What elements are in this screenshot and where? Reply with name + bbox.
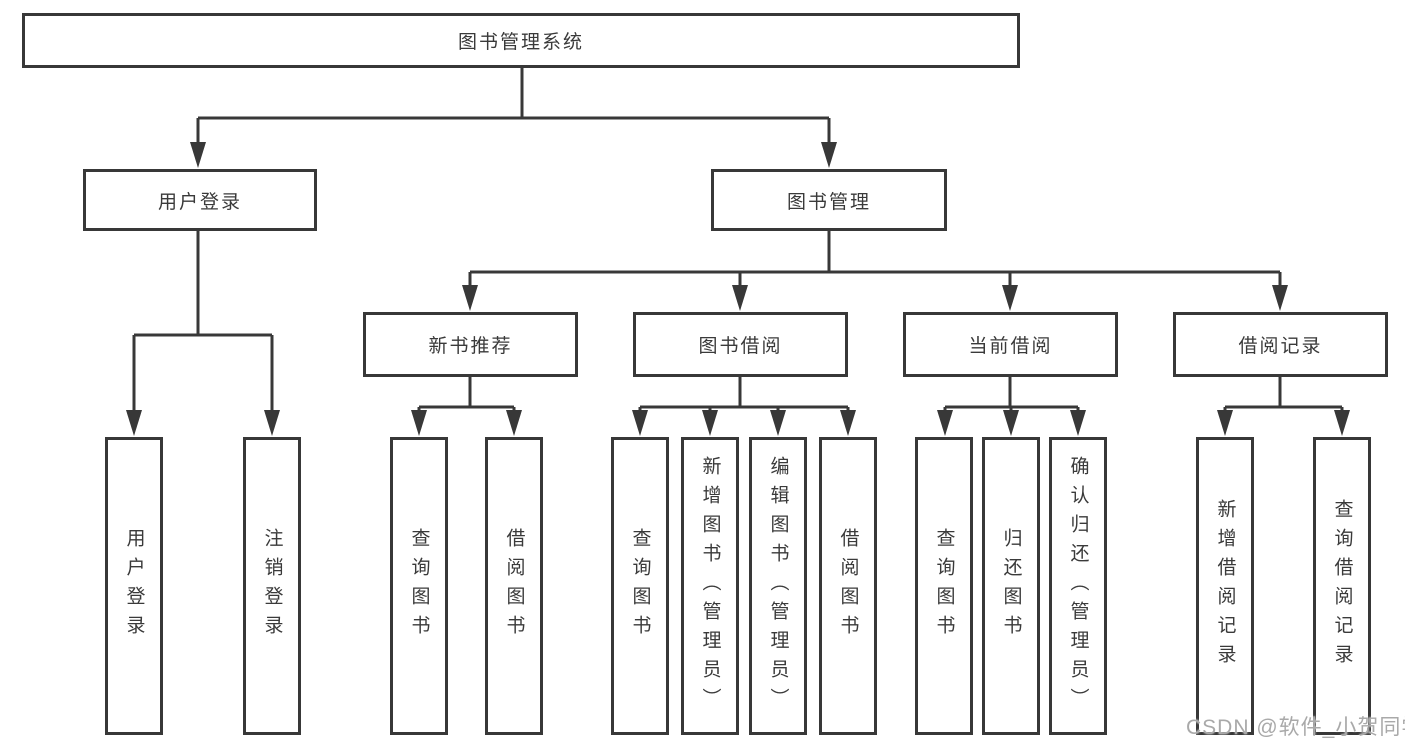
node-current-borrowing: 当前借阅 <box>903 312 1118 377</box>
node-borrow-records: 借阅记录 <box>1173 312 1388 377</box>
node-library-system: 图书管理系统 <box>22 13 1020 68</box>
connector-borrow-records <box>1223 377 1344 414</box>
csdn-watermark: CSDN @软件_小贺同学 <box>1186 716 1405 739</box>
node-confirm-return-admin: 确认归还（管理员） <box>1049 437 1107 735</box>
node-add-book-admin: 新增图书（管理员） <box>681 437 739 735</box>
connector-user-login <box>132 231 274 414</box>
connector-new-book-recommend <box>417 377 516 414</box>
node-return-books: 归还图书 <box>982 437 1040 735</box>
connector-current-borrowing <box>943 377 1080 414</box>
node-borrow-books-borrowing: 借阅图书 <box>819 437 877 735</box>
node-query-books-recommend: 查询图书 <box>390 437 448 735</box>
node-book-management: 图书管理 <box>711 169 947 231</box>
node-query-books-borrowing: 查询图书 <box>611 437 669 735</box>
arrowheads <box>126 142 1350 436</box>
connector-root <box>196 67 831 146</box>
node-query-books-current: 查询图书 <box>915 437 973 735</box>
node-book-borrowing: 图书借阅 <box>633 312 848 377</box>
connector-book-management <box>468 231 1282 290</box>
node-logout-leaf: 注销登录 <box>243 437 301 735</box>
connector-book-borrowing <box>638 377 850 414</box>
node-query-borrow-record: 查询借阅记录 <box>1313 437 1371 735</box>
node-borrow-books-recommend: 借阅图书 <box>485 437 543 735</box>
node-edit-book-admin: 编辑图书（管理员） <box>749 437 807 735</box>
node-add-borrow-record: 新增借阅记录 <box>1196 437 1254 735</box>
node-user-login: 用户登录 <box>83 169 317 231</box>
node-user-login-leaf: 用户登录 <box>105 437 163 735</box>
node-new-book-recommend: 新书推荐 <box>363 312 578 377</box>
